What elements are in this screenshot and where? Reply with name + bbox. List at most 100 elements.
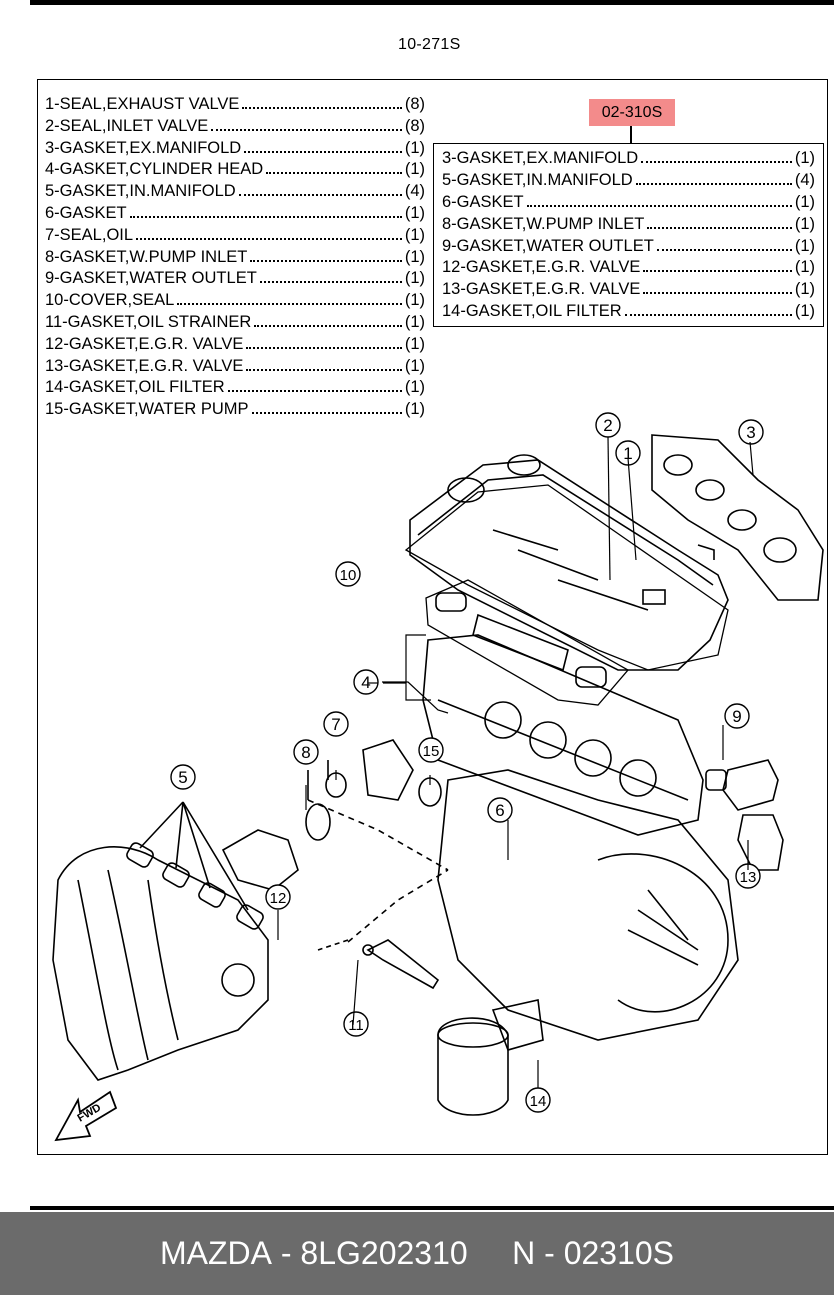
subkit-part-name: 14-GASKET,OIL FILTER — [442, 302, 622, 321]
footer-rule — [30, 1206, 834, 1210]
subkit-part-row: 6-GASKET(1) — [442, 193, 815, 215]
subkit-part-qty: (1) — [794, 236, 815, 255]
part-name: 15-GASKET,WATER PUMP — [45, 400, 249, 419]
part-leader-dots — [254, 324, 402, 327]
footer-brand: MAZDA — [159, 1235, 272, 1271]
part-qty: (1) — [404, 247, 425, 266]
part-name: 12-GASKET,E.G.R. VALVE — [45, 334, 244, 353]
part-row: 3-GASKET,EX.MANIFOLD(1) — [45, 139, 425, 161]
subkit-part-qty: (1) — [794, 258, 815, 277]
part-row: 9-GASKET,WATER OUTLET (1) — [45, 269, 425, 291]
callout-circle — [293, 739, 319, 765]
part-row: 8-GASKET,W.PUMP INLET(1) — [45, 248, 425, 270]
part-qty: (8) — [404, 95, 425, 113]
subkit-part-leader-dots — [643, 270, 792, 273]
part-name: 9-GASKET,WATER OUTLET — [45, 269, 257, 288]
part-row: 4-GASKET,CYLINDER HEAD (1) — [45, 160, 425, 182]
part-row: 11-GASKET,OIL STRAINER(1) — [45, 313, 425, 335]
callout-circle — [335, 561, 361, 587]
part-row: 6-GASKET(1) — [45, 204, 425, 226]
part-qty: (8) — [404, 116, 425, 135]
subkit-part-name: 3-GASKET,EX.MANIFOLD — [442, 149, 639, 167]
leader-dashed — [317, 939, 349, 951]
subkit-part-qty: (1) — [794, 214, 815, 233]
part-qty: (4) — [404, 182, 425, 201]
footer-gap — [468, 1235, 512, 1272]
subkit-part-leader-dots — [526, 204, 792, 207]
subkit-part-name: 13-GASKET,E.G.R. VALVE — [442, 280, 641, 299]
egr-valve — [705, 759, 784, 871]
part-row: 1-SEAL,EXHAUST VALVE(8) — [45, 95, 425, 117]
exhaust-manifold-gasket — [651, 434, 824, 601]
part-row: 2-SEAL,INLET VALVE (8) — [45, 117, 425, 139]
part-qty: (1) — [404, 269, 425, 288]
part-row: 13-GASKET,E.G.R. VALVE(1) — [45, 357, 425, 379]
footer-separator: - — [271, 1235, 301, 1271]
intake-manifold-gaskets — [126, 801, 264, 930]
engine-block — [437, 769, 739, 1041]
subkit-part-leader-dots — [635, 182, 792, 185]
oil-strainer — [307, 799, 449, 990]
part-qty: (1) — [404, 334, 425, 353]
part-qty: (1) — [404, 138, 425, 157]
part-name: 2-SEAL,INLET VALVE — [45, 116, 209, 135]
footer-oem-number: N - 02310S — [512, 1235, 675, 1271]
fwd-arrow-icon — [54, 1090, 118, 1142]
cylinder-head-cover — [409, 454, 729, 671]
subkit-part-name: 9-GASKET,WATER OUTLET — [442, 236, 654, 255]
subkit-part-name: 5-GASKET,IN.MANIFOLD — [442, 170, 633, 189]
callout-circle — [418, 737, 444, 763]
part-leader-dots — [246, 368, 402, 371]
part-name: 5-GASKET,IN.MANIFOLD — [45, 182, 236, 201]
callout-circle — [353, 669, 379, 695]
part-qty: (1) — [404, 291, 425, 310]
part-row: 7-SEAL,OIL(1) — [45, 226, 425, 248]
part-leader-dots — [244, 150, 402, 153]
subkit-part-name: 8-GASKET,W.PUMP INLET — [442, 214, 645, 233]
callout-number: 4 — [361, 673, 370, 692]
part-qty: (1) — [404, 400, 425, 419]
part-leader-dots — [242, 107, 402, 109]
part-leader-dots — [227, 390, 402, 393]
callout-number: 3 — [746, 423, 755, 442]
subkit-part-row: 9-GASKET,WATER OUTLET (1) — [442, 237, 815, 259]
part-row: 10-COVER,SEAL(1) — [45, 291, 425, 313]
subkit-part-row: 12-GASKET,E.G.R. VALVE (1) — [442, 258, 815, 280]
subkit-part-leader-dots — [624, 314, 792, 317]
kit-number: 10-271S — [398, 36, 461, 53]
callout-circle — [343, 1011, 369, 1037]
subkit-number-tag: 02-310S — [589, 99, 675, 126]
part-qty: (1) — [404, 356, 425, 375]
subkit-part-name: 12-GASKET,E.G.R. VALVE — [442, 258, 641, 277]
parts-list: 1-SEAL,EXHAUST VALVE(8)2-SEAL,INLET VALV… — [45, 95, 425, 422]
part-row: 12-GASKET,E.G.R. VALVE (1) — [45, 335, 425, 357]
subkit-part-leader-dots — [641, 161, 792, 163]
callout-number: 9 — [732, 707, 741, 726]
callout-circle — [724, 703, 750, 729]
part-qty: (1) — [404, 160, 425, 179]
part-name: 4-GASKET,CYLINDER HEAD — [45, 160, 264, 179]
part-leader-dots — [246, 346, 402, 349]
subkit-part-qty: (1) — [794, 302, 815, 321]
subkit-part-row: 5-GASKET,IN.MANIFOLD(4) — [442, 171, 815, 193]
part-leader-dots — [266, 172, 402, 175]
callout-circle — [170, 764, 196, 790]
part-row: 15-GASKET,WATER PUMP (1) — [45, 400, 425, 422]
callout-number: 6 — [495, 801, 504, 820]
callout-circle — [487, 797, 513, 823]
part-leader-dots — [129, 215, 402, 218]
footer-part-number: 8LG202310 — [300, 1235, 468, 1271]
part-row: 5-GASKET,IN.MANIFOLD (4) — [45, 182, 425, 204]
subkit-part-row: 14-GASKET,OIL FILTER (1) — [442, 302, 815, 324]
callout-number: 13 — [740, 869, 757, 886]
subkit-part-row: 13-GASKET,E.G.R. VALVE (1) — [442, 280, 815, 302]
part-leader-dots — [136, 237, 402, 240]
part-leader-dots — [251, 412, 402, 415]
callout-number: 8 — [301, 743, 310, 762]
water-pump-inlet — [221, 739, 442, 891]
callout-number: 11 — [348, 1017, 364, 1034]
part-qty: (1) — [404, 378, 425, 397]
subkit-connector — [630, 126, 632, 143]
subkit-part-qty: (1) — [794, 280, 815, 299]
